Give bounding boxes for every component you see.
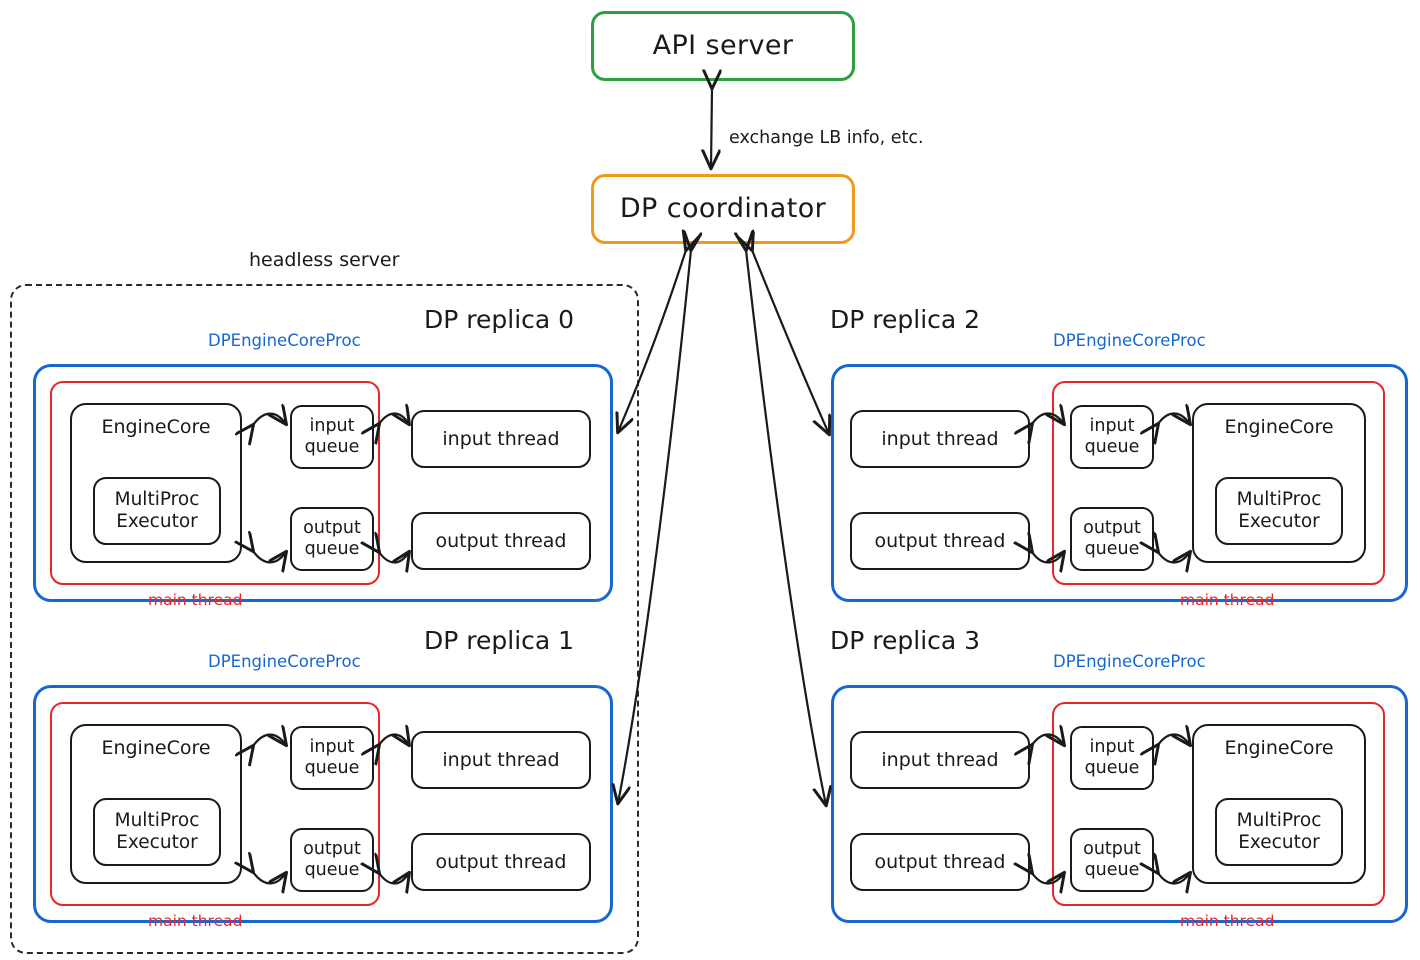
output-thread-0[interactable]: output thread [411,512,591,570]
arrow-coordinator-replica-2 [752,250,829,434]
input-queue-3[interactable]: input queue [1070,726,1154,790]
main-thread-box-3 [1052,702,1385,906]
proc-label-1: DPEngineCoreProc [208,652,361,671]
output-queue-1[interactable]: output queue [290,828,374,892]
main-thread-box-1 [50,702,380,906]
output-thread-1[interactable]: output thread [411,833,591,891]
output-thread-2[interactable]: output thread [850,512,1030,570]
input-thread-3[interactable]: input thread [850,731,1030,789]
api-server-label: API server [652,30,794,62]
output-queue-0[interactable]: output queue [290,507,374,571]
multiproc-executor-3[interactable]: MultiProc Executor [1215,798,1343,866]
multiproc-executor-line1-1: MultiProc [114,810,200,832]
main-thread-label-1: main thread [148,912,243,930]
proc-box-2[interactable] [831,364,1408,602]
proc-box-3[interactable] [831,685,1408,923]
multiproc-executor-line1-3: MultiProc [1236,810,1322,832]
input-queue-line1-1: input [309,737,355,758]
multiproc-executor-0[interactable]: MultiProc Executor [93,477,221,545]
output-thread-label-1: output thread [435,850,567,873]
engine-core-label-1: EngineCore [101,737,211,759]
input-thread-label-3: input thread [881,748,999,771]
main-thread-label-2: main thread [1180,591,1275,609]
output-queue-line1-0: output [303,518,361,539]
output-queue-line2-3: queue [1084,860,1140,880]
input-thread-label-0: input thread [442,427,560,450]
exchange-info-label: exchange LB info, etc. [729,128,924,148]
multiproc-executor-2[interactable]: MultiProc Executor [1215,477,1343,545]
output-thread-3[interactable]: output thread [850,833,1030,891]
replica-title-0: DP replica 0 [424,305,575,334]
main-thread-label-3: main thread [1180,912,1275,930]
output-queue-line1-3: output [1083,839,1141,860]
arrow-coordinator-replica-3 [746,250,826,805]
main-thread-box-2 [1052,381,1385,585]
engine-core-label-3: EngineCore [1224,737,1334,759]
output-queue-line2-0: queue [304,539,360,559]
multiproc-executor-line1-2: MultiProc [1236,489,1322,511]
multiproc-executor-1[interactable]: MultiProc Executor [93,798,221,866]
input-queue-line2-3: queue [1084,758,1140,778]
input-queue-2[interactable]: input queue [1070,405,1154,469]
arrow-api-coordinator [711,88,712,168]
output-queue-2[interactable]: output queue [1070,507,1154,571]
input-queue-line1-0: input [309,416,355,437]
dp-coordinator-node[interactable]: DP coordinator [591,174,855,244]
input-thread-label-2: input thread [881,427,999,450]
headless-server-label: headless server [249,249,400,271]
proc-label-2: DPEngineCoreProc [1053,331,1206,350]
proc-label-0: DPEngineCoreProc [208,331,361,350]
input-thread-1[interactable]: input thread [411,731,591,789]
proc-label-3: DPEngineCoreProc [1053,652,1206,671]
input-thread-2[interactable]: input thread [850,410,1030,468]
input-queue-line1-2: input [1089,416,1135,437]
input-queue-1[interactable]: input queue [290,726,374,790]
multiproc-executor-line2-0: Executor [116,511,198,532]
output-thread-label-2: output thread [874,529,1006,552]
output-queue-line1-1: output [303,839,361,860]
input-queue-line1-3: input [1089,737,1135,758]
output-queue-3[interactable]: output queue [1070,828,1154,892]
input-thread-0[interactable]: input thread [411,410,591,468]
main-thread-box-0 [50,381,380,585]
multiproc-executor-line2-3: Executor [1238,832,1320,853]
input-thread-label-1: input thread [442,748,560,771]
api-server-node[interactable]: API server [591,11,855,81]
input-queue-line2-0: queue [304,437,360,457]
input-queue-0[interactable]: input queue [290,405,374,469]
output-thread-label-0: output thread [435,529,567,552]
multiproc-executor-line2-1: Executor [116,832,198,853]
output-queue-line1-2: output [1083,518,1141,539]
replica-title-2: DP replica 2 [830,305,981,334]
dp-coordinator-label: DP coordinator [619,193,827,225]
engine-core-label-0: EngineCore [101,416,211,438]
input-queue-line2-2: queue [1084,437,1140,457]
output-queue-line2-1: queue [304,860,360,880]
main-thread-label-0: main thread [148,591,243,609]
engine-core-label-2: EngineCore [1224,416,1334,438]
output-thread-label-3: output thread [874,850,1006,873]
output-queue-line2-2: queue [1084,539,1140,559]
multiproc-executor-line1-0: MultiProc [114,489,200,511]
input-queue-line2-1: queue [304,758,360,778]
replica-title-1: DP replica 1 [424,626,575,655]
replica-title-3: DP replica 3 [830,626,981,655]
multiproc-executor-line2-2: Executor [1238,511,1320,532]
